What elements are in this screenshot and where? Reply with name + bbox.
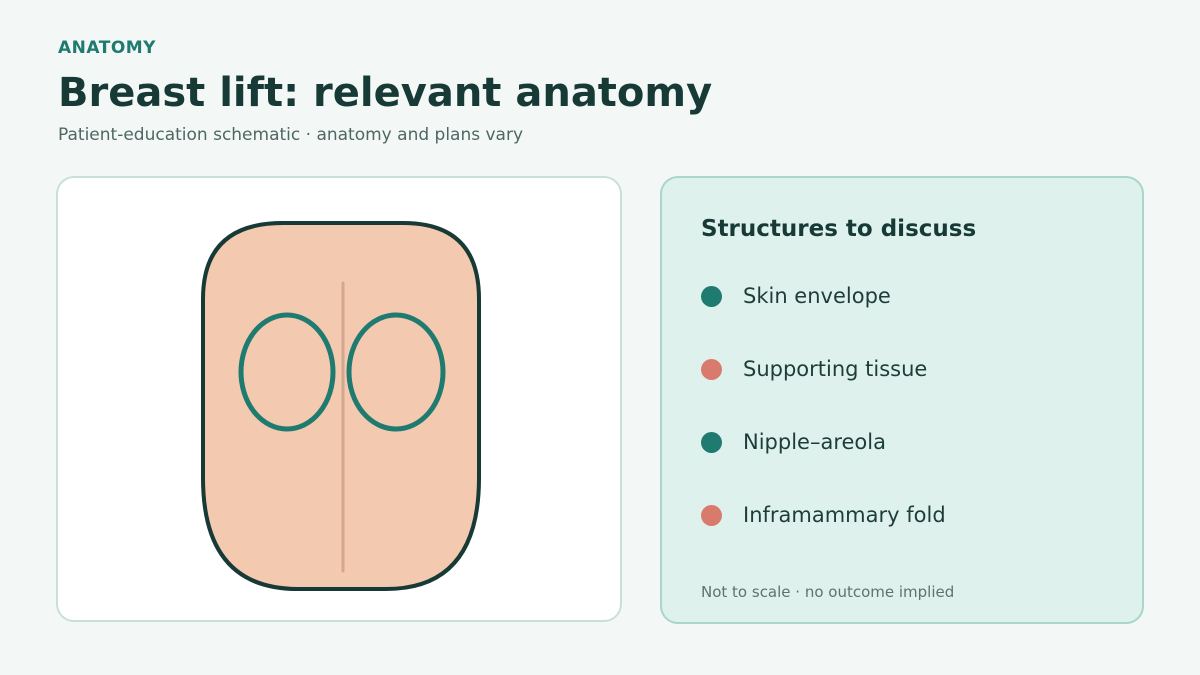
torso-outline <box>201 221 481 591</box>
legend-label: Supporting tissue <box>743 357 928 381</box>
legend-item-nipple-areola: Nipple–areola <box>701 430 886 454</box>
left-areola-outline <box>238 312 336 432</box>
legend-item-inframammary-fold: Inframammary fold <box>701 503 946 527</box>
legend-label: Inframammary fold <box>743 503 946 527</box>
right-areola-outline <box>346 312 446 432</box>
legend-label: Skin envelope <box>743 284 891 308</box>
legend-dot <box>701 358 722 380</box>
legend-dot <box>701 431 722 453</box>
anatomy-schematic <box>201 221 481 591</box>
legend-item-supporting-tissue: Supporting tissue <box>701 357 927 381</box>
legend-dot <box>701 285 722 307</box>
legend-dot <box>701 504 722 526</box>
disclaimer-note: Not to scale · no outcome implied <box>701 583 955 601</box>
legend-card: Structures to discuss Skin envelope Supp… <box>660 176 1144 624</box>
page-subtitle: Patient-education schematic · anatomy an… <box>58 125 524 145</box>
legend-item-skin-envelope: Skin envelope <box>701 284 891 308</box>
page-title: Breast lift: relevant anatomy <box>58 70 713 116</box>
eyebrow-label: ANATOMY <box>58 38 156 58</box>
legend-label: Nipple–areola <box>743 430 886 454</box>
diagram-card <box>56 176 622 622</box>
legend-title: Structures to discuss <box>701 216 977 242</box>
